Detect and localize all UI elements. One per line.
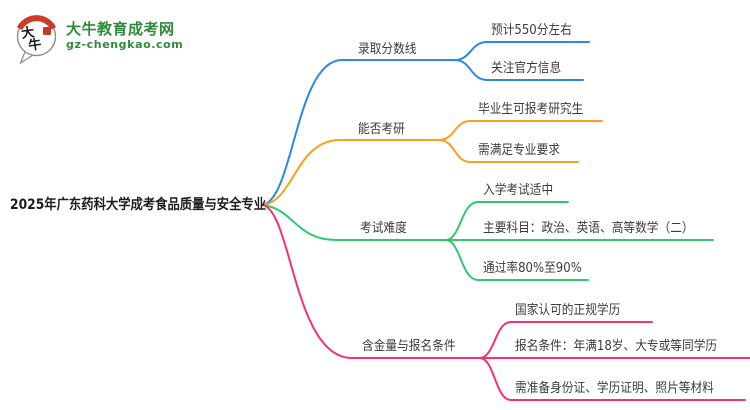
child-underline-pass-rate	[445, 239, 589, 281]
child-underline-official-info	[455, 59, 584, 81]
child-underline-state-recognized	[479, 321, 653, 359]
logo-text-block: 大牛教育成考网 gz-chengkao.com	[66, 21, 183, 52]
logo-subtitle: gz-chengkao.com	[66, 38, 184, 51]
child-node-major-requirement[interactable]: 需满足专业要求	[478, 143, 560, 158]
branch-line-admission-score	[262, 59, 457, 206]
child-underline-materials	[479, 357, 746, 401]
child-underline-expected-score	[455, 41, 590, 61]
branch-line-postgraduate	[262, 139, 441, 206]
child-node-materials[interactable]: 需准备身份证、学历证明、照片等材料	[515, 381, 714, 396]
child-underline-major-requirement	[439, 139, 579, 163]
branch-line-value-requirements	[262, 204, 750, 359]
child-node-pass-rate[interactable]: 通过率80%至90%	[483, 261, 582, 276]
child-node-grad-eligible[interactable]: 毕业生可报考研究生	[478, 102, 584, 117]
logo-title: 大牛教育成考网	[66, 20, 175, 38]
daniu-bubble-icon: 大 牛	[16, 15, 57, 65]
site-logo[interactable]: 大 牛 大牛教育成考网 gz-chengkao.com	[14, 14, 183, 66]
svg-text:牛: 牛	[27, 36, 42, 54]
child-node-state-recognized[interactable]: 国家认可的正规学历	[515, 303, 621, 318]
child-underline-grad-eligible	[439, 120, 603, 141]
child-node-official-info[interactable]: 关注官方信息	[491, 61, 562, 76]
branch-label-value-requirements[interactable]: 含金量与报名条件	[362, 339, 456, 354]
child-node-entrance-moderate[interactable]: 入学考试适中	[483, 183, 554, 198]
child-node-expected-score[interactable]: 预计550分左右	[491, 23, 572, 38]
branch-label-admission-score[interactable]: 录取分数线	[358, 42, 417, 57]
child-node-main-subjects[interactable]: 主要科目：政治、英语、高等数学（二）	[483, 221, 694, 236]
branch-label-exam-difficulty[interactable]: 考试难度	[360, 221, 407, 236]
svg-text:大: 大	[20, 24, 35, 42]
root-node[interactable]: 2025年广东药科大学成考食品质量与安全专业	[10, 197, 267, 213]
branch-line-exam-difficulty	[262, 204, 714, 241]
child-node-enroll-conditions[interactable]: 报名条件：年满18岁、大专或等同学历	[515, 339, 718, 354]
child-underline-entrance-moderate	[445, 201, 569, 241]
branch-label-postgraduate[interactable]: 能否考研	[358, 122, 405, 137]
